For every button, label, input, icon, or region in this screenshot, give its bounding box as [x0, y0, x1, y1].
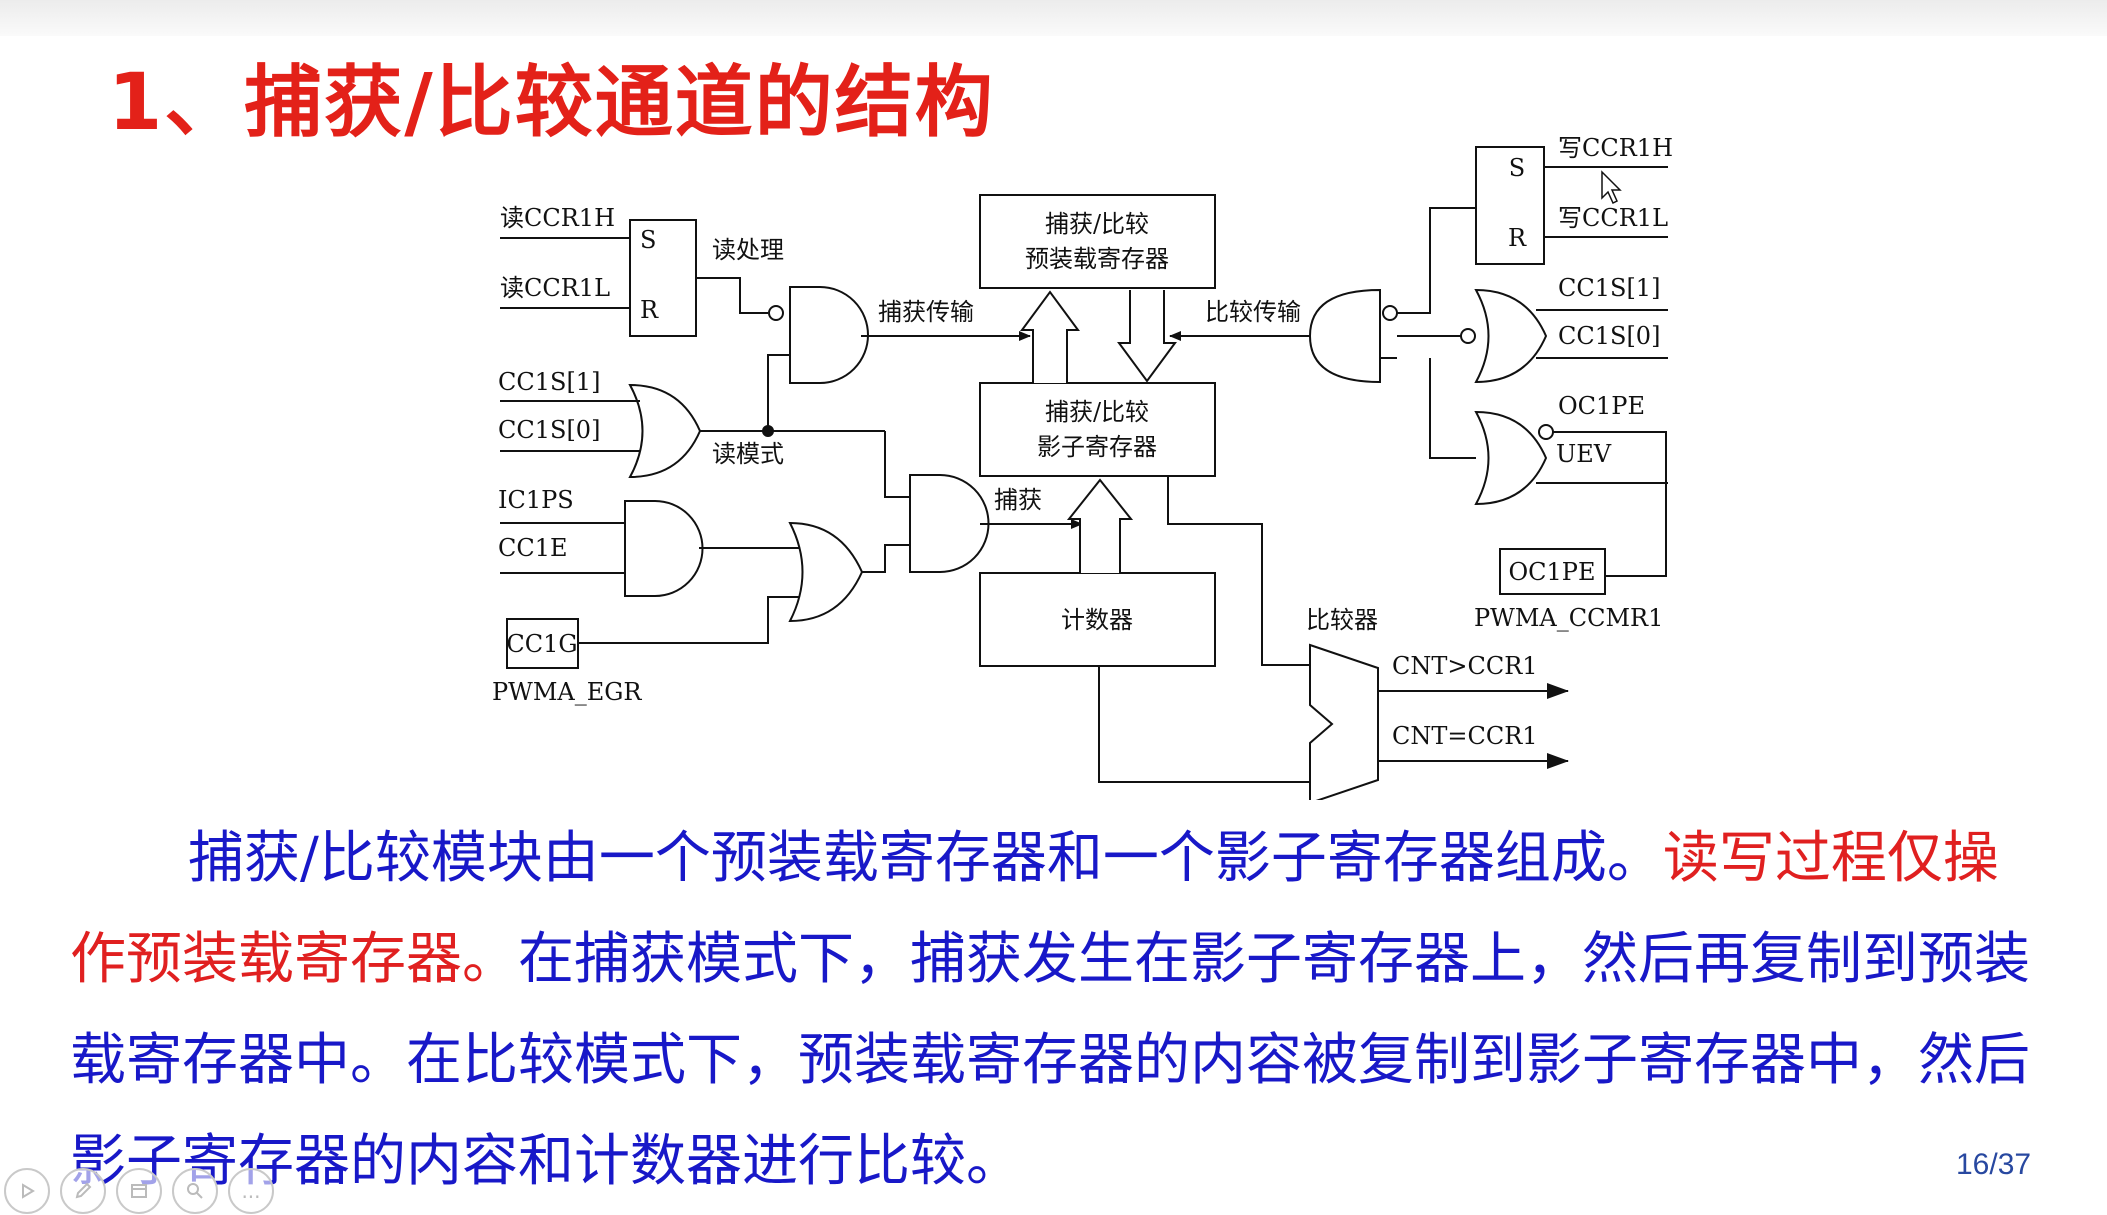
- slides-icon[interactable]: [116, 1168, 162, 1214]
- and-gate-ic1ps: [624, 500, 704, 597]
- nor-gate-cc1s: [1474, 288, 1548, 384]
- top-gradient-band: [0, 0, 2107, 36]
- label-sr-s-left: S: [640, 226, 656, 254]
- label-pwma-egr: PWMA_EGR: [492, 678, 642, 706]
- label-write-ccr1h: 写CCR1H: [1558, 134, 1673, 162]
- label-read-ccr1h: 读CCR1H: [500, 204, 615, 232]
- label-shadow-2: 影子寄存器: [1037, 433, 1157, 461]
- label-capture-transfer: 捕获传输: [878, 298, 974, 326]
- label-shadow-1: 捕获/比较: [1045, 398, 1149, 426]
- label-sr-r-left: R: [640, 296, 659, 324]
- label-preload-2: 预装载寄存器: [1025, 245, 1169, 273]
- description-paragraph: 捕获/比较模块由一个预装载寄存器和一个影子寄存器组成。读写过程仅操作预装载寄存器…: [70, 808, 2030, 1212]
- play-icon[interactable]: [4, 1168, 50, 1214]
- label-counter: 计数器: [1061, 606, 1133, 634]
- paragraph-part-3: 在捕获模式下，捕获发生在影子寄存器上，然后再复制到预装载寄存器中。在比较模式下，…: [70, 927, 2030, 1194]
- label-write-ccr1l: 写CCR1L: [1558, 204, 1668, 232]
- counter-to-shadow-arrow: [1066, 478, 1134, 573]
- label-read-mode: 读模式: [712, 440, 784, 468]
- label-read-ccr1l: 读CCR1L: [500, 274, 610, 302]
- mouse-cursor-icon: [1601, 170, 1622, 205]
- label-oc1pe-box: OC1PE: [1509, 558, 1596, 586]
- label-cnt-gt: CNT>CCR1: [1392, 652, 1538, 680]
- preload-register: [979, 194, 1216, 289]
- label-cc1s1-left: CC1S[1]: [498, 368, 600, 396]
- sr-latch-write: [1475, 146, 1545, 265]
- oc1pe-box: [1499, 548, 1606, 595]
- label-cc1s1-right: CC1S[1]: [1558, 274, 1660, 302]
- zoom-icon[interactable]: [172, 1168, 218, 1214]
- and-gate-capture: [789, 286, 869, 384]
- compare-transfer-arrow: [1117, 290, 1177, 383]
- label-cc1s0-right: CC1S[0]: [1558, 322, 1660, 350]
- label-sr-r-right: R: [1508, 224, 1527, 252]
- label-cc1e: CC1E: [498, 534, 568, 562]
- label-read-handling: 读处理: [712, 236, 784, 264]
- label-cc1g: CC1G: [506, 630, 577, 658]
- label-uev: UEV: [1556, 440, 1612, 468]
- shadow-register: [979, 382, 1216, 477]
- capture-transfer-arrow: [1020, 290, 1080, 383]
- or-gate-capture: [788, 521, 864, 623]
- label-cc1s0-left: CC1S[0]: [498, 416, 600, 444]
- paragraph-part-2: 读写过程仅操作预装载寄存器。: [70, 826, 1999, 992]
- comparator-block: [1309, 643, 1379, 800]
- or-gate-read-mode: [628, 383, 702, 479]
- label-cnt-eq: CNT=CCR1: [1392, 722, 1538, 750]
- label-ic1ps: IC1PS: [498, 486, 574, 514]
- and-gate-capture-final: [909, 474, 990, 573]
- label-comparator: 比较器: [1306, 606, 1378, 634]
- presentation-toolbar: ...: [0, 1168, 274, 1215]
- pen-icon[interactable]: [60, 1168, 106, 1214]
- label-capture: 捕获: [994, 486, 1042, 514]
- cc1g-box: [506, 618, 579, 669]
- page-number: 16/37: [1956, 1148, 2032, 1181]
- nor-gate-oc1pe: [1474, 410, 1548, 506]
- label-sr-s-right: S: [1509, 154, 1525, 182]
- slide-title: 1、捕获/比较通道的结构: [108, 58, 995, 148]
- and-gate-compare: [1308, 288, 1381, 384]
- label-pwma-ccmr1: PWMA_CCMR1: [1474, 604, 1663, 632]
- label-preload-1: 捕获/比较: [1045, 210, 1149, 238]
- label-oc1pe: OC1PE: [1558, 392, 1645, 420]
- paragraph-part-1: 捕获/比较模块由一个预装载寄存器和一个影子寄存器组成。: [188, 826, 1663, 891]
- label-compare-transfer: 比较传输: [1205, 298, 1301, 326]
- more-icon[interactable]: ...: [228, 1168, 274, 1214]
- capture-compare-diagram: 读CCR1H 读CCR1L S R 读处理 捕获传输 CC1S[1] CC1S[…: [492, 134, 1673, 800]
